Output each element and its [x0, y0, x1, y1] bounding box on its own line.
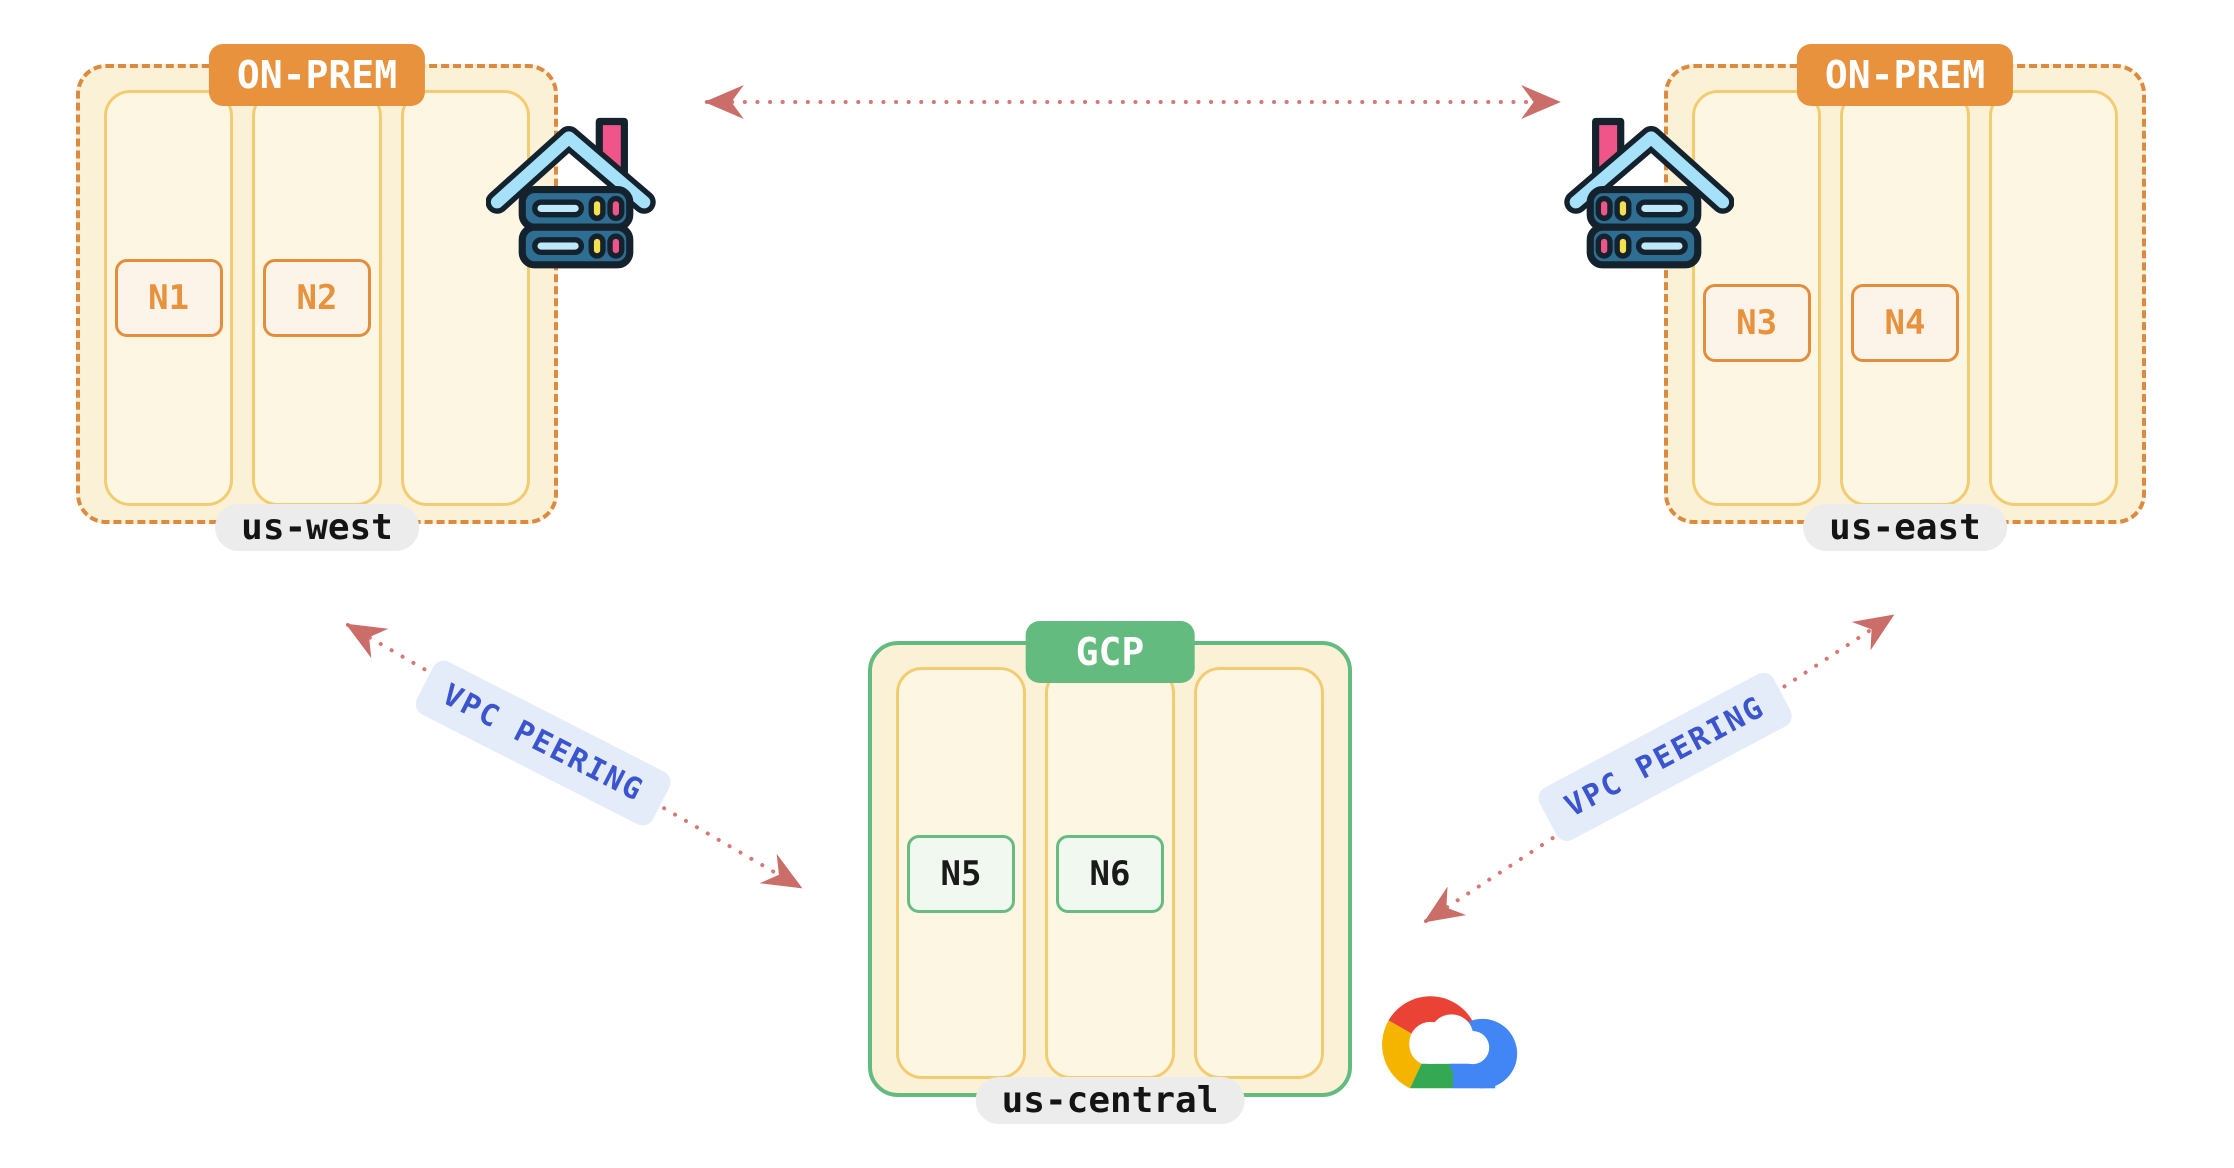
- datacenter-house-icon: [1554, 100, 1735, 272]
- node-n4: N4: [1850, 284, 1959, 362]
- zone-column: N6: [1045, 667, 1175, 1079]
- region-label-us-west: us-west: [215, 504, 419, 551]
- provider-badge-us-central: GCP: [1025, 621, 1195, 683]
- region-label-us-central: us-central: [975, 1077, 1245, 1124]
- node-n3: N3: [1702, 284, 1811, 362]
- zone-column: N4: [1840, 90, 1970, 506]
- zone-column: [1194, 667, 1324, 1079]
- zone-column: N3: [1692, 90, 1822, 506]
- node-n2: N2: [262, 259, 371, 337]
- provider-badge-us-west: ON-PREM: [208, 44, 426, 106]
- zone-column: N5: [896, 667, 1026, 1079]
- zone-columns-us-central: N5 N6: [896, 667, 1324, 1079]
- region-us-central: GCP N5 N6 us-central: [868, 621, 1352, 1124]
- datacenter-house-icon: [485, 100, 666, 272]
- node-n5: N5: [907, 835, 1015, 913]
- zone-column: N1: [104, 90, 234, 506]
- node-n1: N1: [114, 259, 223, 337]
- arrow-us-west-us-central: [345, 623, 803, 889]
- zone-columns-us-east: N3 N4: [1692, 90, 2118, 506]
- zone-column: [400, 90, 530, 506]
- region-label-us-east: us-east: [1803, 504, 2007, 551]
- zone-columns-us-west: N1 N2: [104, 90, 530, 506]
- zone-column: N2: [252, 90, 382, 506]
- provider-badge-us-east: ON-PREM: [1796, 44, 2014, 106]
- region-us-east: ON-PREM N3 N4 us-east: [1664, 44, 2146, 551]
- region-us-west: ON-PREM N1 N2 us-west: [76, 44, 558, 551]
- zone-column: [1988, 90, 2118, 506]
- node-n6: N6: [1056, 835, 1164, 913]
- gcp-cloud-logo: [1367, 972, 1533, 1102]
